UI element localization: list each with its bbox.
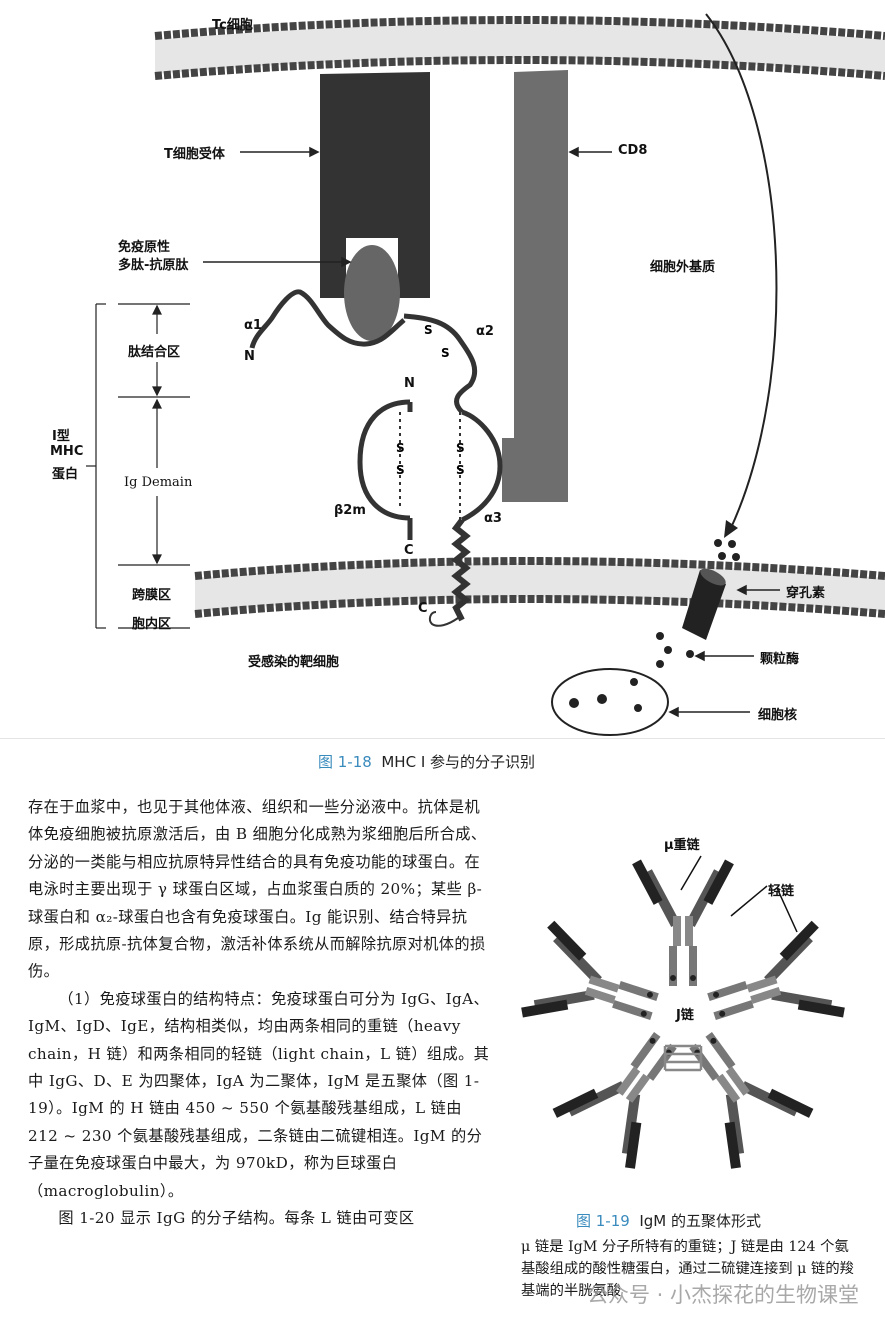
label-n-terminus: N (244, 349, 255, 364)
alpha3-transmembrane (451, 518, 471, 622)
label-tc-cell: Tc细胞 (212, 18, 253, 33)
figure-1-19-caption: 图 1-19 IgM 的五聚体形式 (576, 1210, 761, 1231)
paragraph: 图 1-20 显示 IgG 的分子结构。每条 L 链由可变区 (58, 1209, 415, 1228)
label-immunogenic-2: 多肽-抗原肽 (118, 258, 189, 273)
target-cell-membrane (194, 557, 885, 618)
t-cell-receptor-shape (320, 72, 430, 298)
label-extracellular-matrix: 细胞外基质 (650, 260, 716, 275)
label-transmembrane: 跨膜区 (132, 588, 172, 603)
disulfide-s: S (456, 463, 465, 477)
perforin-pore (682, 568, 726, 640)
antigen-peptide (344, 245, 400, 341)
j-chain (663, 1044, 703, 1072)
alpha3-domain (460, 409, 503, 523)
figure-1-19-title: IgM 的五聚体形式 (639, 1212, 762, 1230)
figure-1-18-title: MHC I 参与的分子识别 (381, 753, 536, 771)
alpha2-chain (403, 313, 478, 414)
disulfide-s: S (424, 323, 433, 337)
label-alpha1: α1 (244, 318, 262, 333)
figure-igm-pentamer (521, 855, 845, 1169)
label-n-beta2m: N (404, 376, 415, 391)
disulfide-s: S (441, 346, 450, 360)
label-c-beta2m: C (404, 543, 414, 558)
label-c-terminus: C (418, 601, 428, 616)
label-alpha2: α2 (476, 324, 494, 339)
label-mhc-class-1: Ⅰ型 (52, 429, 70, 444)
label-granzyme: 颗粒酶 (760, 652, 800, 667)
label-j-chain: J链 (676, 1008, 694, 1023)
label-cd8: CD8 (618, 143, 648, 158)
igm-monomer (632, 859, 734, 986)
label-alpha3: α3 (484, 511, 502, 526)
figure-divider (0, 738, 885, 739)
cytoplasmic-tail (428, 611, 459, 627)
figure-1-19-note: μ 链是 IgM 分子所特有的重链；J 链是由 124 个氨基酸组成的酸性糖蛋白… (521, 1239, 854, 1299)
paragraph: 存在于血浆中，也见于其他体液、组织和一些分泌液中。抗体是机体免疫细胞被抗原激活后… (28, 798, 487, 981)
label-light-chain: 轻链 (768, 884, 795, 899)
figure-1-19-number: 图 1-19 (576, 1212, 630, 1230)
igm-monomer (707, 920, 845, 1021)
figure-1-18-number: 图 1-18 (318, 753, 372, 771)
igm-monomer (689, 1032, 814, 1169)
label-beta2m: β2m (334, 503, 366, 518)
granules (656, 539, 740, 668)
label-mu-heavy-chain: μ重链 (664, 838, 700, 853)
label-mhc: MHC (50, 444, 84, 459)
label-peptide-binding-region: 肽结合区 (128, 345, 181, 360)
label-t-cell-receptor: T细胞受体 (164, 147, 225, 162)
label-perforin: 穿孔素 (786, 586, 826, 601)
figure-1-18-caption: 图 1-18 MHC I 参与的分子识别 (318, 751, 535, 772)
label-immunogenic-1: 免疫原性 (118, 240, 171, 255)
secretion-arrow (705, 13, 778, 531)
label-nucleus: 细胞核 (758, 708, 798, 723)
paragraph: （1）免疫球蛋白的结构特点：免疫球蛋白可分为 IgG、IgA、IgM、IgD、I… (28, 989, 490, 1200)
nucleus (551, 668, 669, 736)
disulfide-s: S (396, 441, 405, 455)
disulfide-s: S (396, 463, 405, 477)
label-protein: 蛋白 (52, 467, 79, 482)
label-intracellular: 胞内区 (132, 617, 172, 632)
label-ig-domain: Ig Demain (124, 475, 193, 490)
disulfide-s: S (456, 441, 465, 455)
label-infected-target-cell: 受感染的靶细胞 (248, 655, 340, 670)
tc-cell-membrane (154, 16, 885, 80)
igm-monomer (521, 920, 659, 1021)
body-text: 存在于血浆中，也见于其他体液、组织和一些分泌液中。抗体是机体免疫细胞被抗原激活后… (28, 794, 494, 1233)
figure-mhc-recognition: S S S S S S (86, 13, 885, 736)
cd8-shape (502, 70, 568, 502)
igm-monomers (521, 859, 845, 1169)
igm-monomer (552, 1032, 677, 1169)
beta2m-domain (357, 399, 411, 521)
watermark: 公众号 · 小杰探花的生物课堂 (586, 1283, 859, 1307)
alpha1-chain (249, 289, 406, 349)
